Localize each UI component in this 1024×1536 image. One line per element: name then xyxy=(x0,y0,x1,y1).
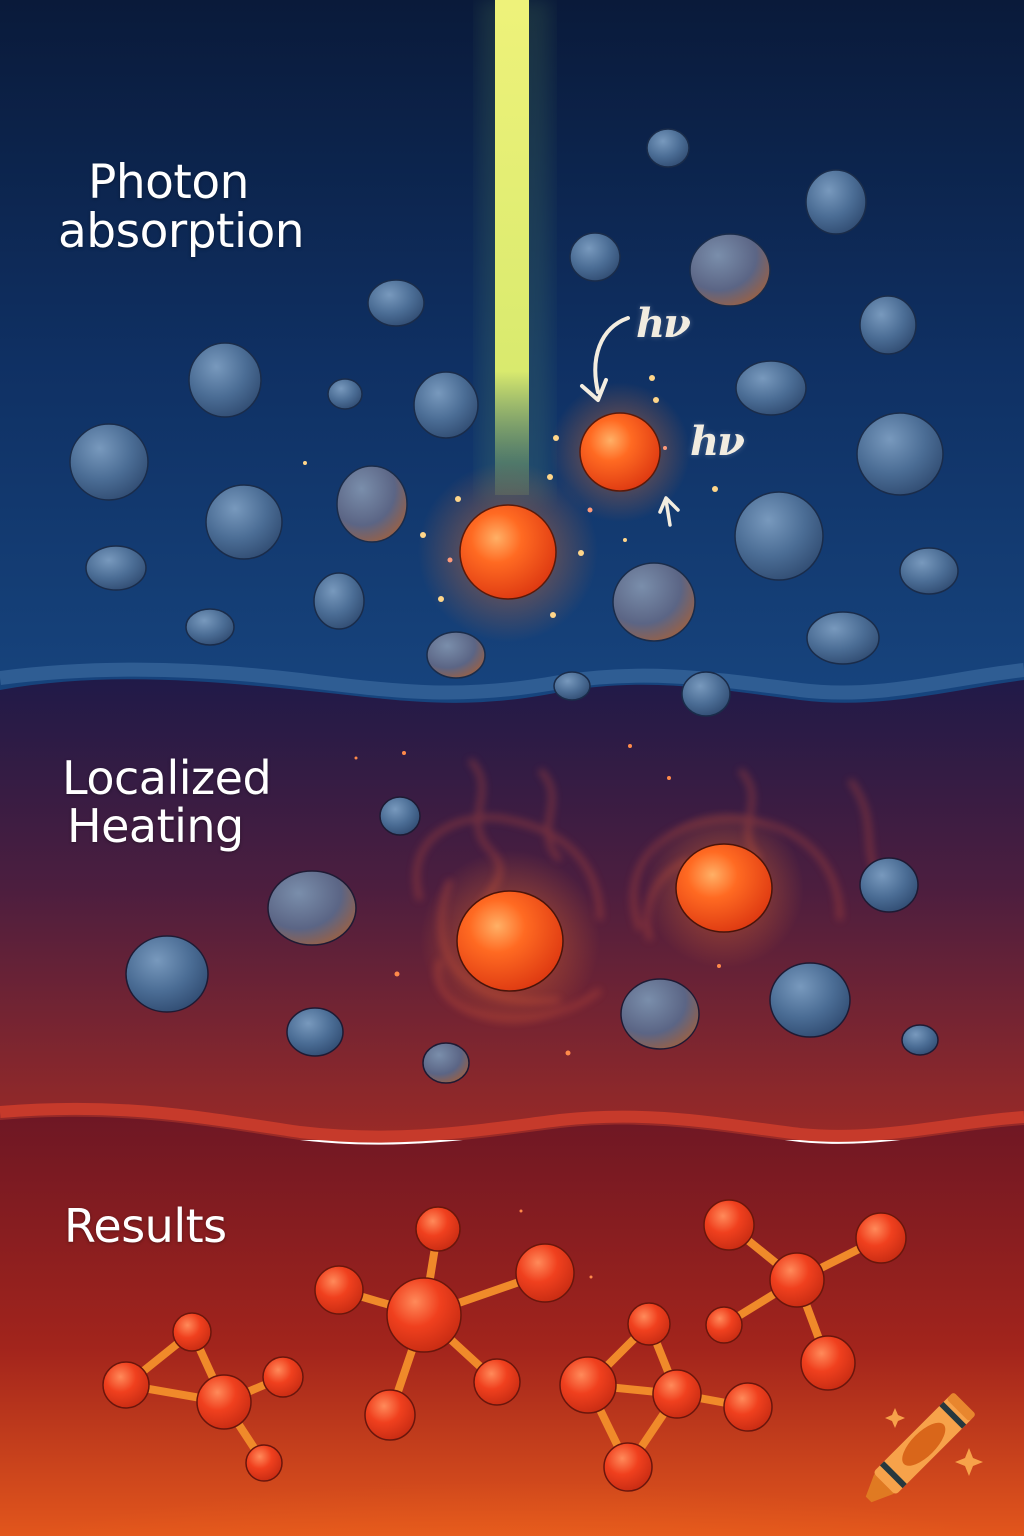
wave-divider-red xyxy=(0,1102,1024,1143)
hot-particles-top xyxy=(459,412,661,600)
crayon-icon xyxy=(865,1393,975,1503)
cold-particles-top xyxy=(69,128,959,717)
photon-arrow-2 xyxy=(664,498,672,527)
stage-label-line: Results xyxy=(64,1199,227,1253)
sparks-middle xyxy=(354,744,721,1056)
stage-label-results: Results xyxy=(64,1202,227,1250)
photon-energy-annotation: hν xyxy=(690,418,745,465)
sparks xyxy=(303,375,718,618)
photon-arrow-1 xyxy=(593,316,630,394)
stage-label-photon-absorption: Photon absorption xyxy=(58,155,305,260)
sparkle-icon xyxy=(955,1448,983,1476)
stage-label-line: Heating xyxy=(67,799,244,854)
molecule-atoms xyxy=(102,1199,907,1492)
photon-energy-annotation: hν xyxy=(636,300,691,347)
stage-label-line: absorption xyxy=(58,204,305,260)
sparkle-icon xyxy=(885,1408,905,1428)
wave-divider-blue xyxy=(0,662,1024,700)
light-beam xyxy=(495,0,529,495)
stage-label-localized-heating: Localized Heating xyxy=(62,751,272,854)
stage-label-line: Localized xyxy=(62,751,272,805)
stage-label-line: Photon xyxy=(88,155,249,210)
hot-particles-middle xyxy=(456,843,773,992)
cold-particles-middle xyxy=(125,796,939,1084)
